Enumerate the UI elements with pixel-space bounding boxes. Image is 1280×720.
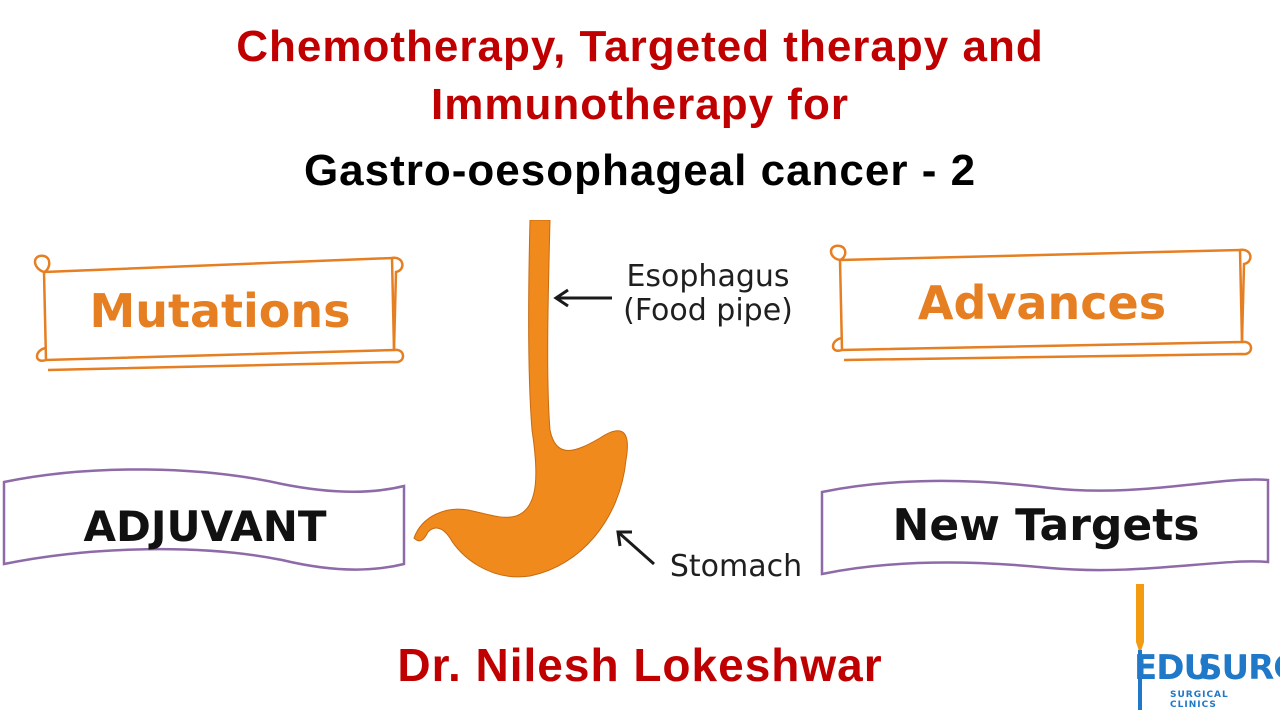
stomach-label: Stomach	[669, 549, 803, 584]
wave-banner-icon	[820, 478, 1270, 576]
stomach-icon	[413, 219, 655, 578]
scroll-frame-icon	[829, 244, 1253, 362]
title-line-2: Immunotherapy for	[431, 80, 849, 129]
edusurg-logo: EDU SURG SURGICAL CLINICS	[1126, 582, 1280, 716]
scroll-advances: Advances	[828, 238, 1256, 362]
banner-label-new-targets: New Targets	[892, 500, 1200, 551]
esophagus-label-line-2: (Food pipe)	[623, 293, 793, 328]
wave-banner-icon	[2, 468, 406, 571]
scroll-label-mutations: Mutations	[89, 284, 351, 338]
scroll-frame-icon	[33, 254, 405, 372]
author-name: Dr. Nilesh Lokeshwar	[397, 639, 883, 691]
logo-subtitle: SURGICAL CLINICS	[1170, 690, 1229, 710]
scroll-label-advances: Advances	[917, 276, 1167, 330]
logo-word-edu: EDU	[1134, 648, 1211, 688]
banner-label-adjuvant: ADJUVANT	[83, 502, 327, 551]
title-line-1: Chemotherapy, Targeted therapy and	[236, 22, 1044, 71]
banner-new-targets: New Targets	[820, 470, 1272, 582]
title-line-3: Gastro-oesophageal cancer - 2	[303, 146, 977, 195]
scalpel-icon	[1136, 584, 1144, 710]
banner-adjuvant: ADJUVANT	[2, 464, 408, 584]
esophagus-label-line-1: Esophagus	[626, 259, 790, 294]
scroll-mutations: Mutations	[32, 248, 408, 372]
esophagus-stomach-diagram: Esophagus (Food pipe) Stomach	[380, 219, 840, 600]
logo-word-surg: SURG	[1198, 648, 1280, 688]
esophagus-label: Esophagus (Food pipe)	[608, 260, 808, 328]
